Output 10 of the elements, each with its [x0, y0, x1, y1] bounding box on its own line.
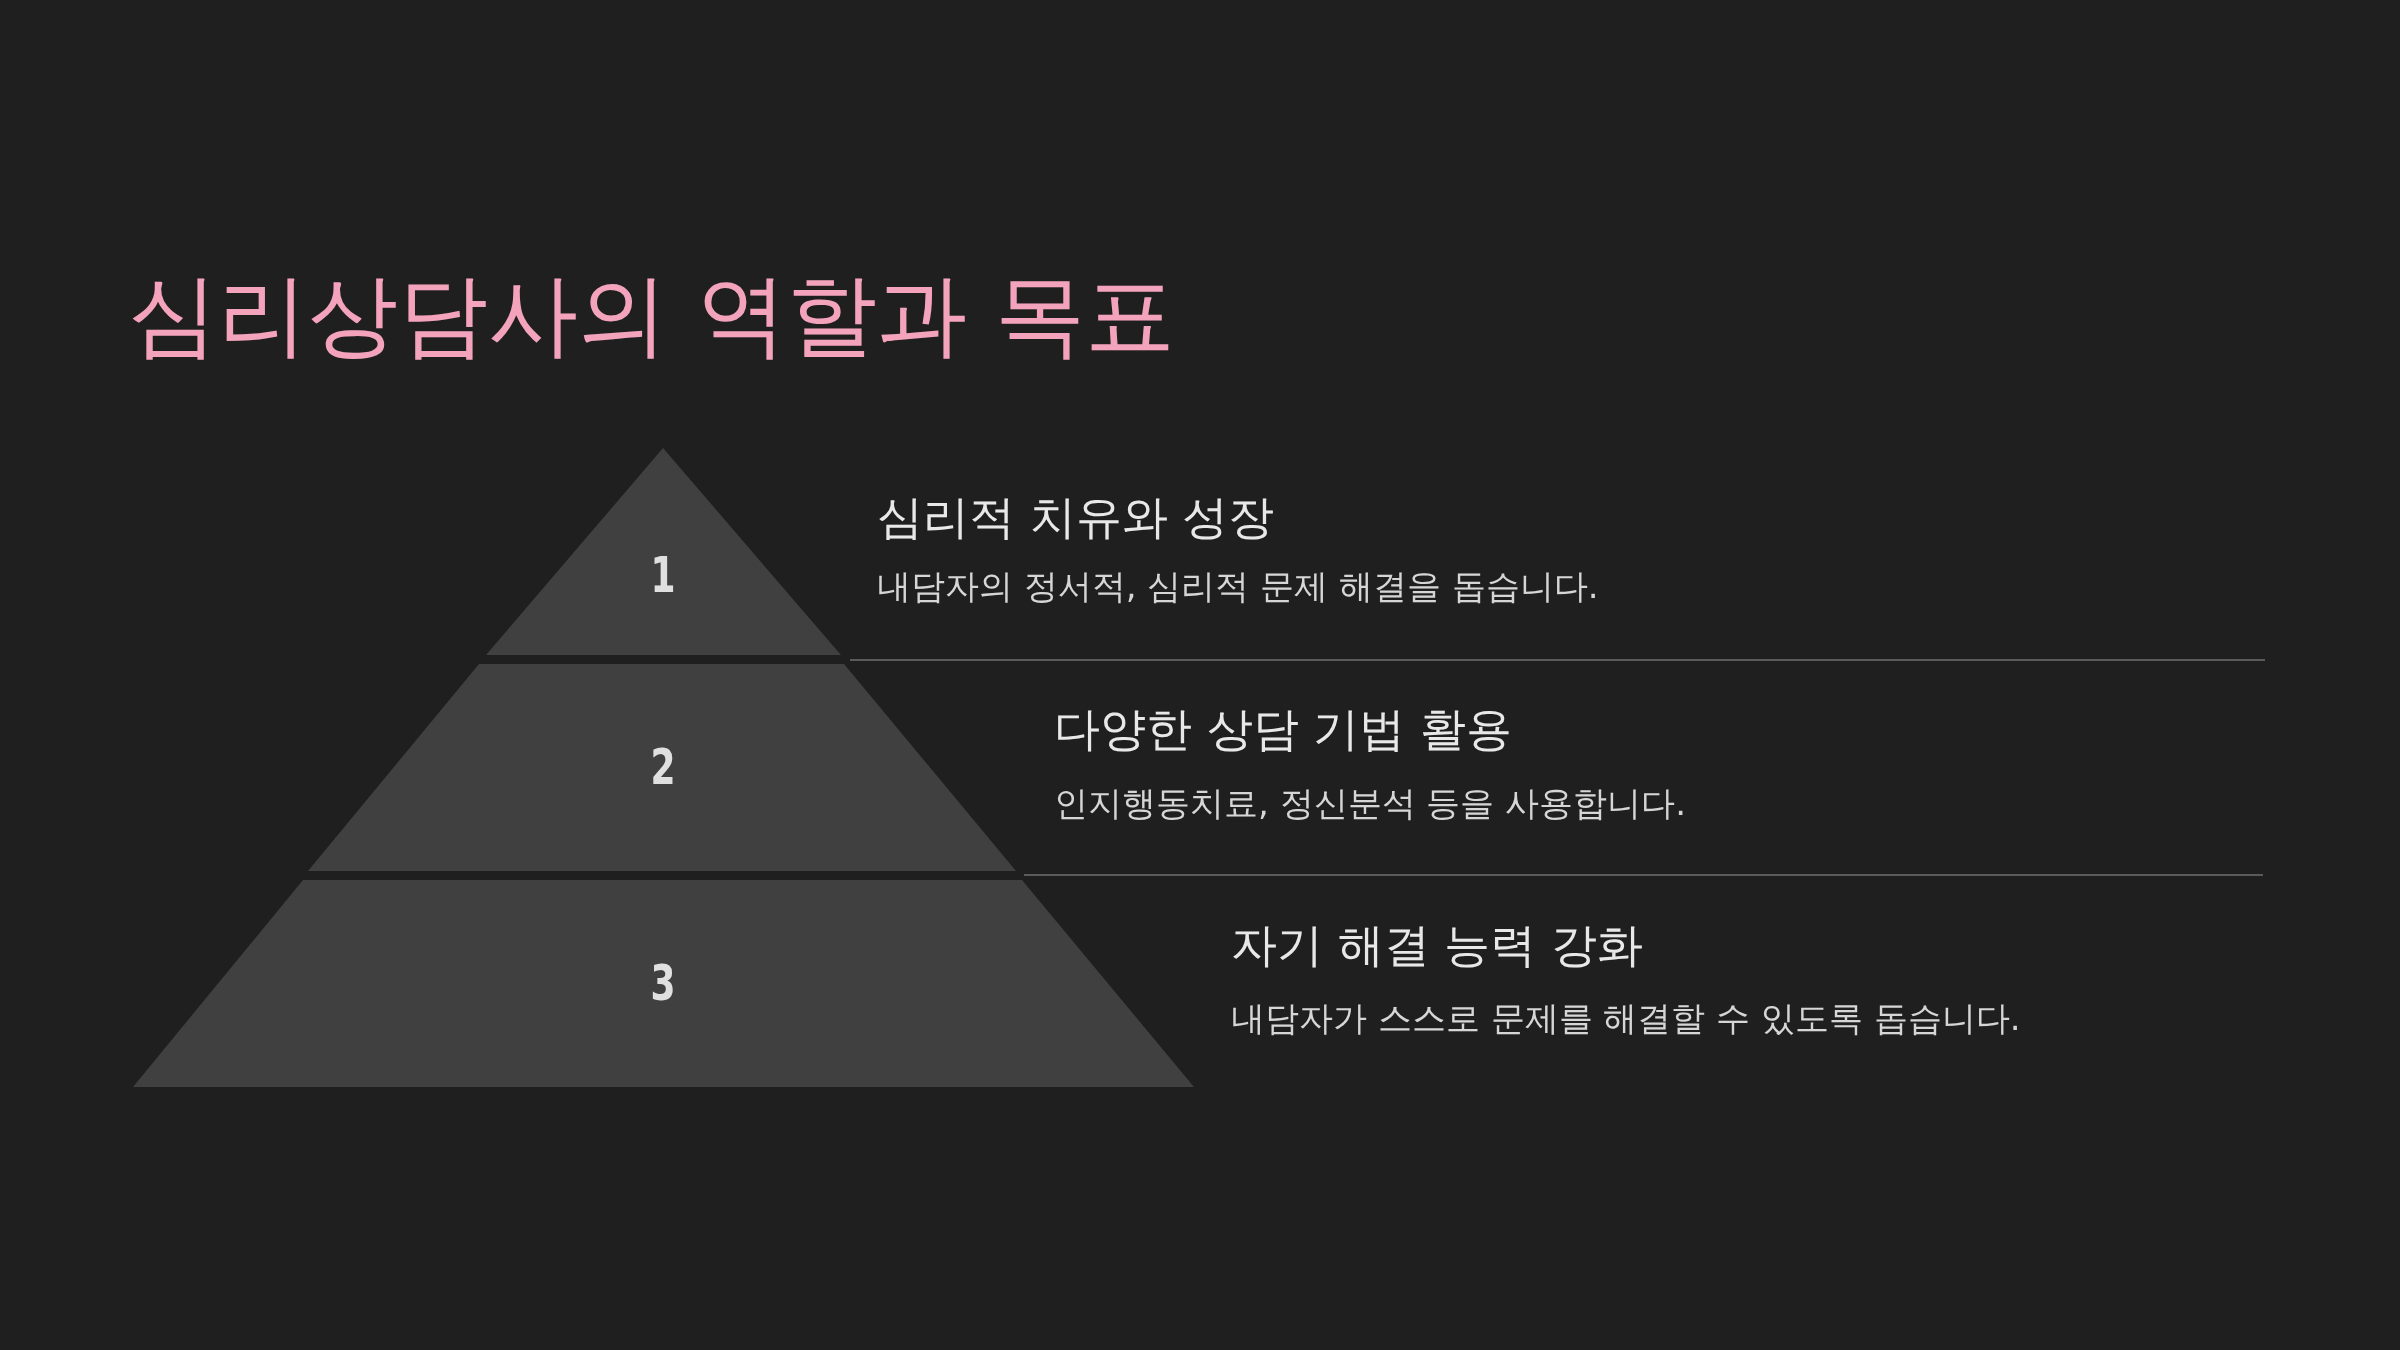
tier-number: 1: [650, 550, 676, 600]
slide-title: 심리상담사의 역할과 목표: [128, 265, 1176, 364]
item-description: 내담자의 정서적, 심리적 문제 해결을 돕습니다.: [877, 566, 1599, 607]
item-heading: 다양한 상담 기법 활용: [1054, 702, 1512, 758]
item-heading: 심리적 치유와 성장: [877, 490, 1275, 546]
item-description: 내담자가 스스로 문제를 해결할 수 있도록 돕습니다.: [1231, 998, 2021, 1039]
item-heading: 자기 해결 능력 강화: [1231, 918, 1643, 974]
tier-number: 3: [650, 958, 676, 1008]
item-description: 인지행동치료, 정신분석 등을 사용합니다.: [1054, 783, 1687, 824]
tier-number: 2: [650, 742, 676, 792]
